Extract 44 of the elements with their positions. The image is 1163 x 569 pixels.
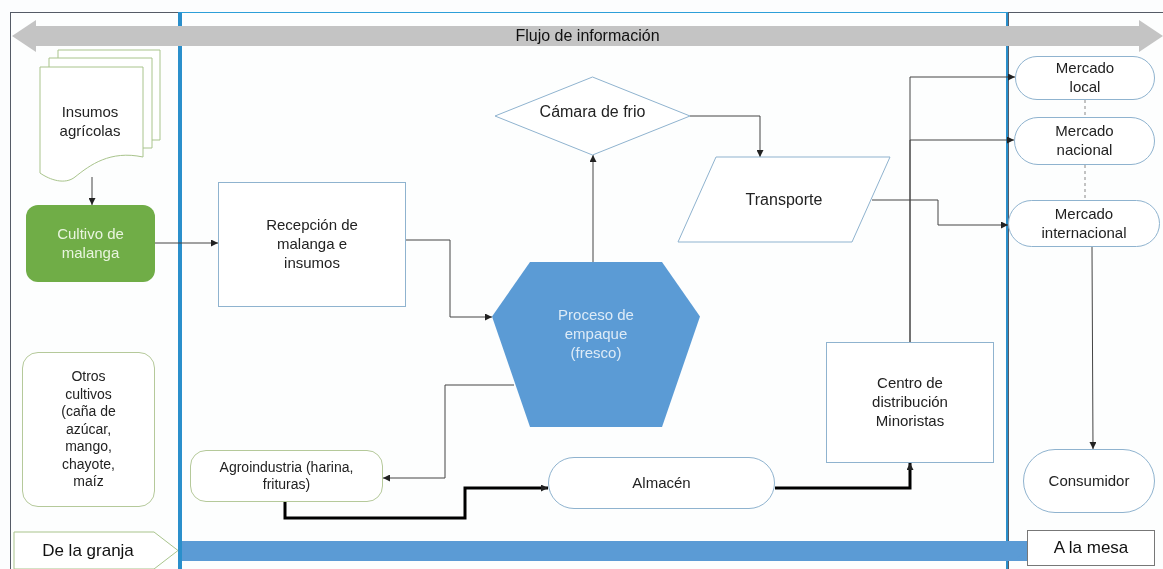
terminal-shape — [548, 457, 775, 509]
connector-arrow — [689, 115, 764, 158]
node-label: Otros cultivos (caña de azúcar, mango, chayote, maíz — [60, 368, 117, 491]
node-label: Agroindustria (harina, frituras) — [218, 458, 355, 494]
node-label: Cultivo de malanga — [56, 224, 125, 263]
process-box — [26, 205, 155, 282]
node-label: Mercado internacional — [1040, 204, 1128, 243]
connector-arrow — [775, 463, 914, 490]
node-label: Cámara de frio — [539, 102, 646, 122]
information-flow-arrow — [12, 20, 1163, 52]
data-parallelogram — [678, 157, 890, 242]
process-box — [218, 182, 406, 307]
terminal-shape — [1008, 200, 1160, 247]
start-label-arrow — [14, 532, 178, 569]
connector-arrow — [871, 199, 1009, 229]
connector-arrow — [405, 239, 493, 321]
process-box — [22, 352, 155, 507]
connector-arrow — [909, 136, 1015, 343]
node-label: Transporte — [745, 189, 823, 210]
node-label: Mercado local — [1055, 59, 1115, 97]
end-label — [1027, 530, 1155, 566]
connector-arrow — [382, 384, 515, 482]
connector-arrow — [1089, 246, 1097, 450]
process-hexagon — [492, 262, 700, 427]
node-label: Centro de distribución Minoristas — [871, 374, 949, 431]
node-label: Recepción de malanga e insumos — [265, 216, 359, 273]
connector-arrow — [88, 176, 96, 206]
node-label: De la granja — [42, 539, 134, 562]
process-box — [826, 342, 994, 463]
node-label: Almacén — [632, 473, 691, 493]
process-box — [190, 450, 383, 502]
node-label: Insumos agrícolas — [58, 102, 122, 141]
terminal-shape — [1014, 117, 1155, 165]
connector-arrow — [283, 484, 548, 520]
node-label: Mercado nacional — [1054, 122, 1115, 160]
terminal-shape — [1015, 56, 1155, 100]
node-label: Proceso de empaque (fresco) — [557, 306, 635, 363]
node-label: Consumidor — [1048, 471, 1130, 491]
document-stack — [40, 50, 160, 185]
node-label: Flujo de información — [515, 26, 660, 46]
connector-arrow — [154, 239, 219, 247]
decision-diamond — [495, 77, 690, 155]
node-label: A la mesa — [1053, 537, 1129, 559]
connector-arrow — [589, 154, 597, 263]
